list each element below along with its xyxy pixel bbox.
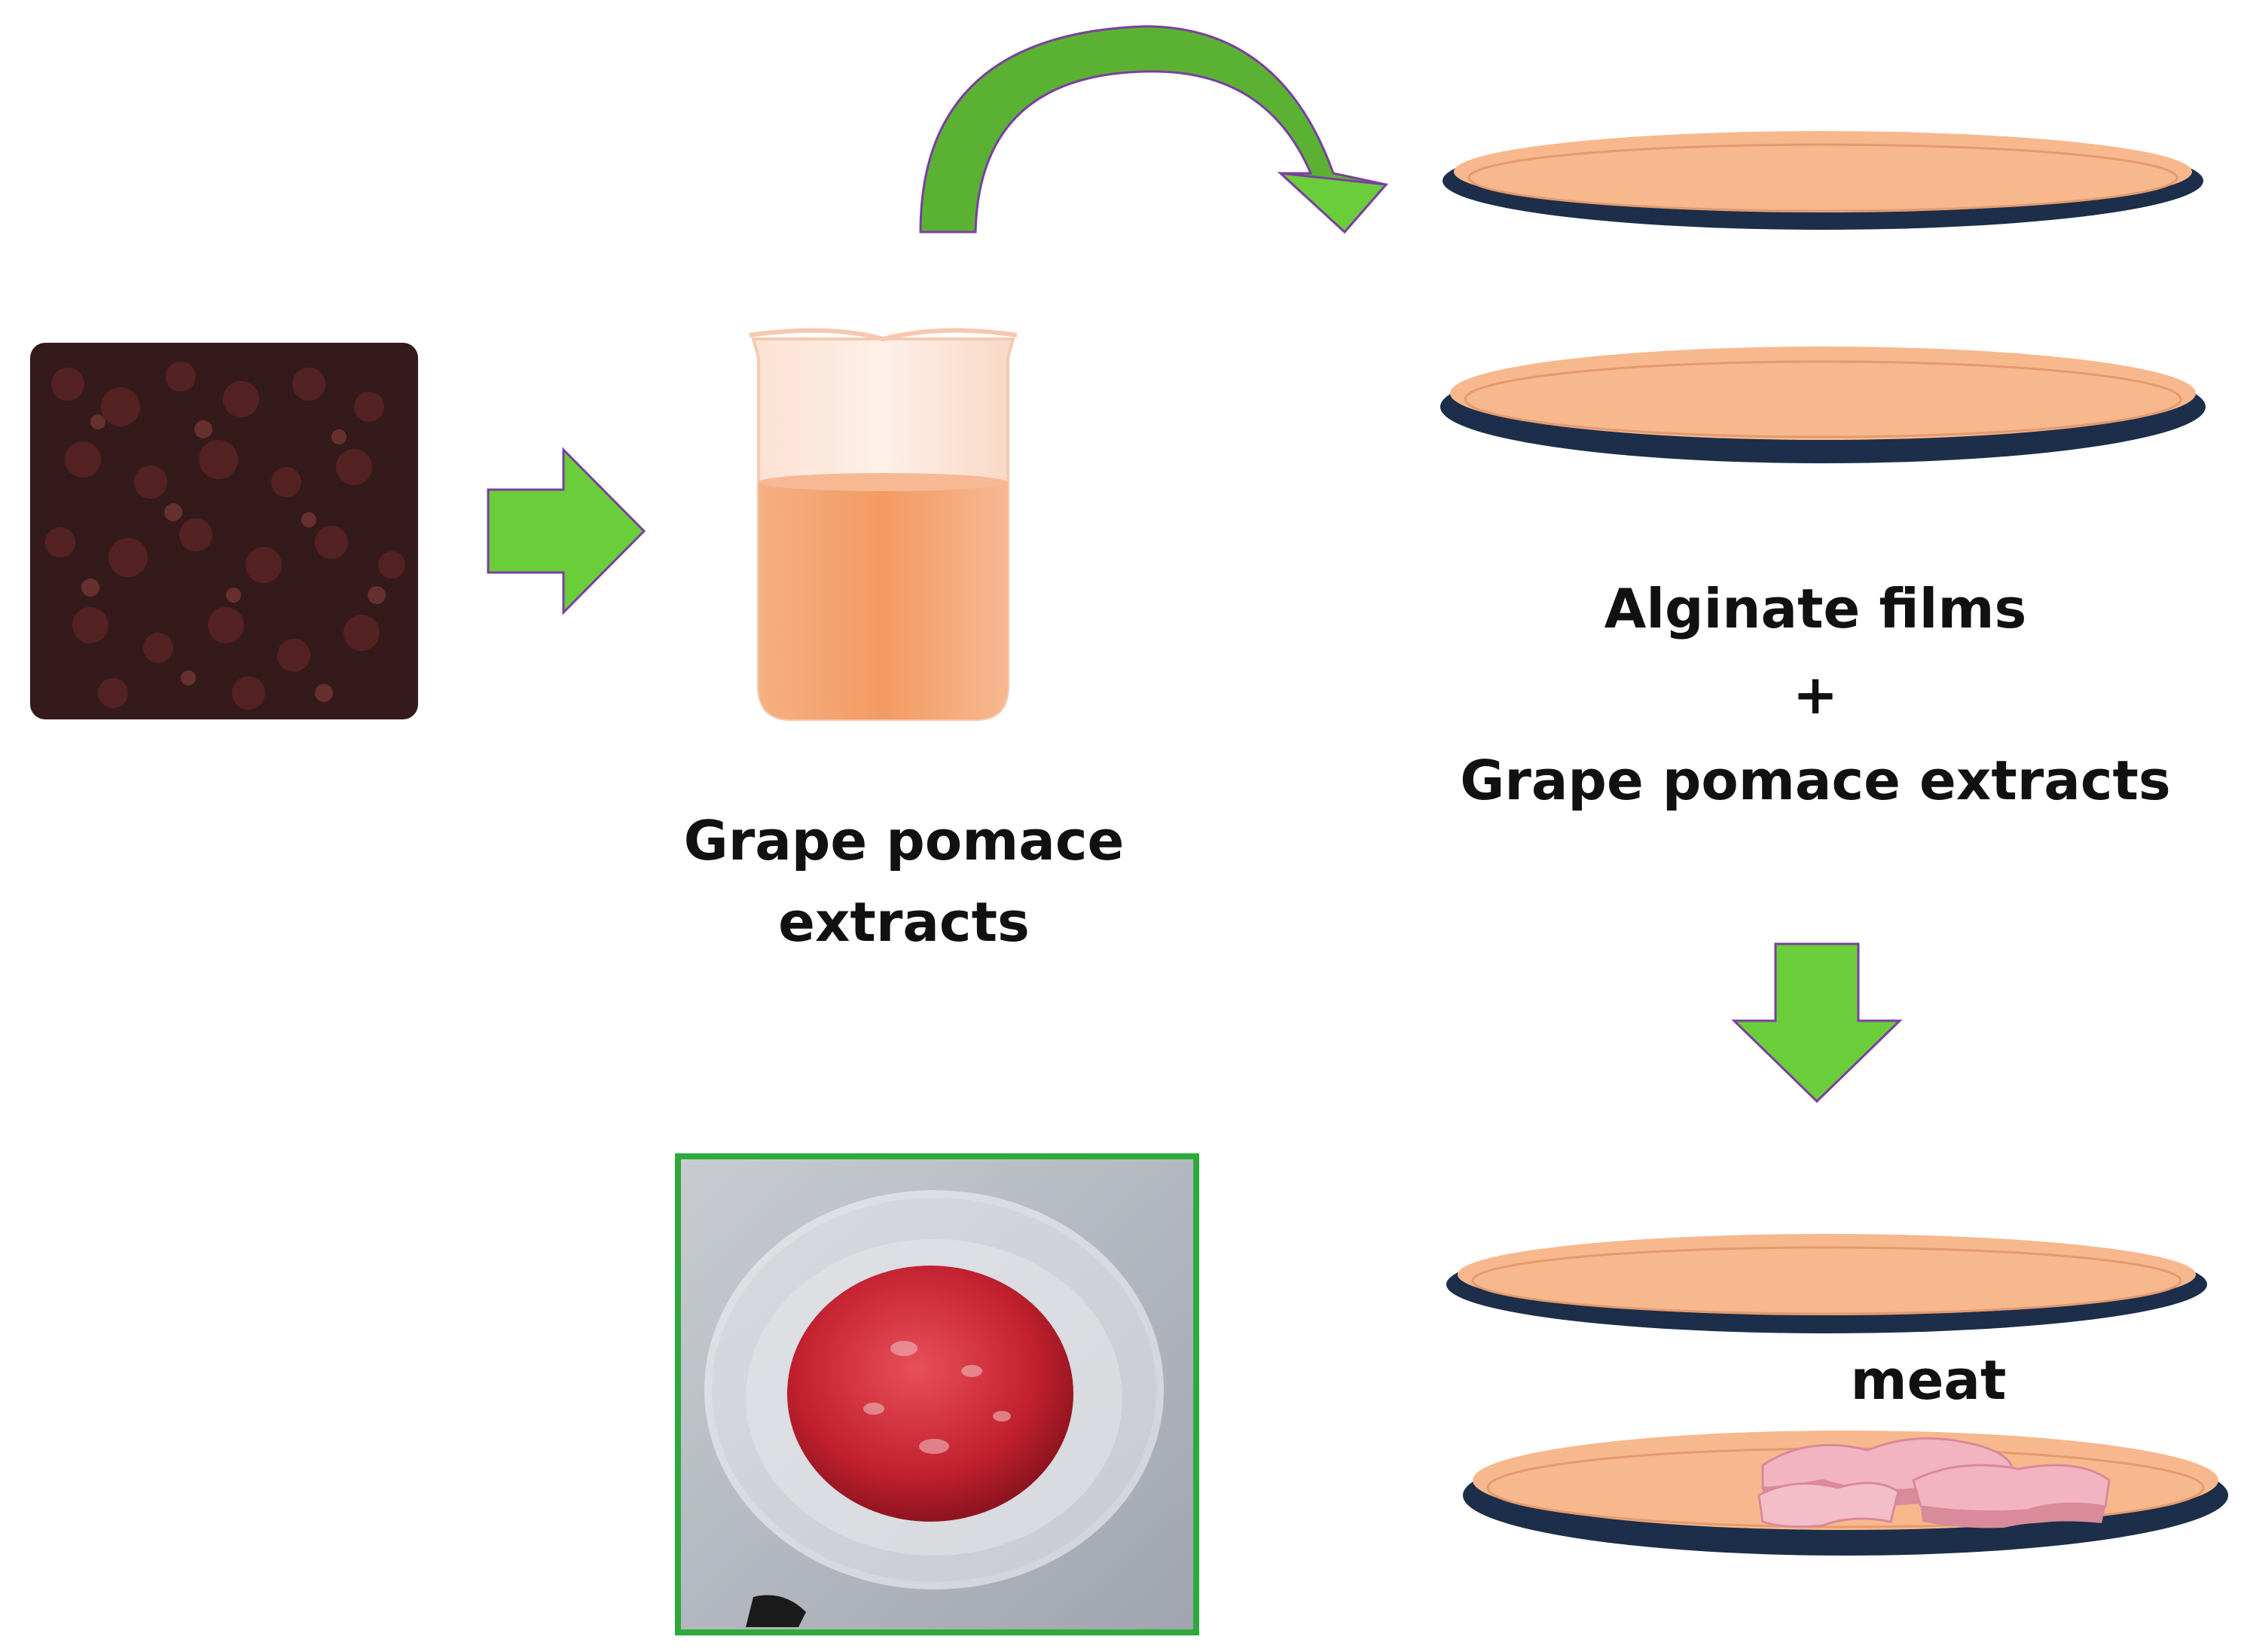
alginate-label-line2: Grape pomace extracts: [1460, 748, 2171, 812]
down-arrow-icon: [1731, 942, 1903, 1104]
film-with-meat-top: [1446, 1234, 2207, 1333]
grape-label-line2: extracts: [778, 890, 1030, 954]
meat-label: meat: [1850, 1348, 2007, 1412]
alginate-label-plus: +: [1792, 662, 1839, 726]
meat-pieces: [1757, 1437, 2111, 1528]
alginate-film-bottom: [1440, 347, 2206, 463]
alginate-films-label: Alginate films + Grape pomace extracts: [1386, 566, 2241, 823]
alginate-film-top: [1443, 131, 2203, 230]
grape-pomace-image: [30, 343, 418, 719]
wrapped-meat-photo: [675, 1153, 1199, 1635]
grape-label-line1: Grape pomace: [683, 809, 1125, 872]
grape-pomace-extracts-label: Grape pomace extracts: [588, 800, 1220, 963]
right-arrow-icon: [487, 447, 646, 615]
curved-arrow-icon: [919, 25, 1389, 234]
alginate-label-line1: Alginate films: [1604, 577, 2027, 640]
beaker-icon: [749, 328, 1018, 721]
